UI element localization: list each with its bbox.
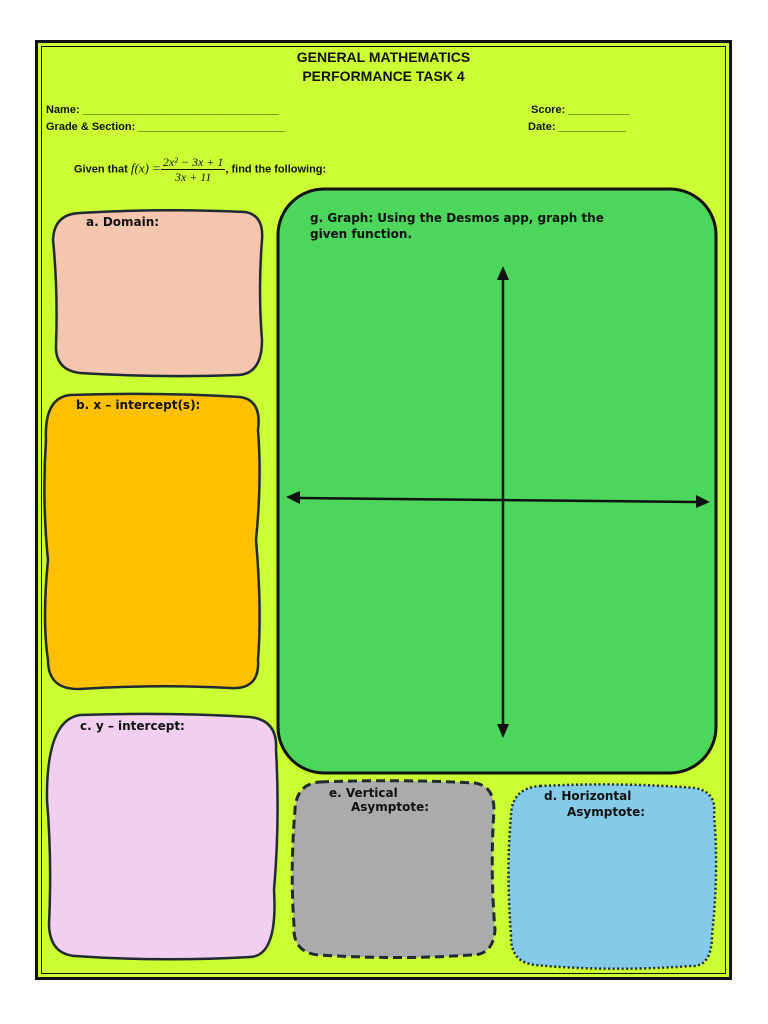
y-axis-arrow-down — [497, 724, 509, 738]
domain-box-shape — [51, 208, 264, 378]
vertical-asymptote-label-line-1: e. Vertical — [329, 786, 398, 800]
function-lhs: f(x) = — [130, 160, 161, 176]
graph-label-line-2: given function. — [310, 227, 412, 241]
fraction-denominator: 3x + 11 — [174, 170, 212, 184]
date-field: Date: ___________ — [528, 121, 626, 133]
graph-axes — [286, 266, 710, 738]
x-axis-arrow-left — [286, 491, 300, 504]
problem-prefix: Given that — [74, 163, 128, 176]
x-intercept-box-shape — [43, 392, 261, 691]
title-line-2: PERFORMANCE TASK 4 — [302, 68, 465, 84]
worksheet-inner-border — [41, 46, 726, 974]
vertical-asymptote-box-shape — [290, 779, 497, 959]
vertical-asymptote-label-line-2: Asymptote: — [351, 800, 429, 814]
domain-label: a. Domain: — [86, 215, 160, 229]
x-intercept-label: b. x – intercept(s): — [76, 398, 201, 412]
grade-section-field: Grade & Section: _______________________… — [46, 121, 286, 133]
y-intercept-label: c. y – intercept: — [80, 719, 185, 733]
fraction-numerator: 2x² − 3x + 1 — [160, 155, 226, 170]
graph-box-shape — [276, 187, 718, 775]
x-axis-arrow-right — [696, 495, 710, 508]
x-axis-line — [297, 496, 699, 504]
score-field: Score: __________ — [531, 104, 630, 116]
horizontal-asymptote-label-line-1: d. Horizontal — [544, 789, 632, 803]
name-field: Name: ________________________________ — [46, 104, 279, 116]
graph-label-line-1: g. Graph: Using the Desmos app, graph th… — [310, 211, 604, 225]
y-intercept-box-shape — [45, 712, 279, 961]
y-axis-arrow-up — [497, 266, 509, 280]
title-line-1: GENERAL MATHEMATICS — [296, 49, 471, 65]
horizontal-asymptote-box-shape — [507, 783, 718, 971]
problem-suffix: , find the following: — [225, 163, 327, 176]
horizontal-asymptote-label-line-2: Asymptote: — [567, 805, 645, 819]
